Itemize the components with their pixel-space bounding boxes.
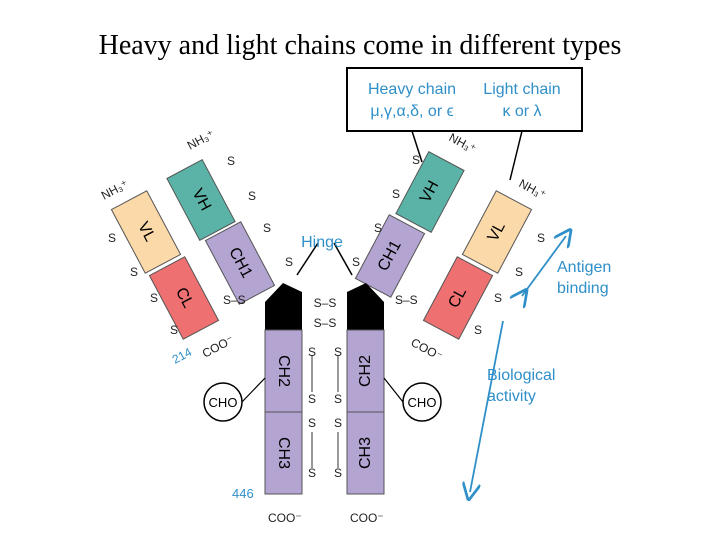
left-light-nterm: NH₃⁺: [99, 177, 131, 203]
right-heavy-cterm: COO⁻: [350, 511, 384, 525]
residue-214-label: 214: [170, 345, 195, 367]
callout-box: [346, 67, 583, 132]
antigen-binding-arrow: [522, 236, 566, 296]
left-ch2-domain: [264, 329, 303, 413]
svg-text:S: S: [494, 291, 502, 305]
right-vl-domain: VL: [461, 190, 533, 274]
svg-text:S: S: [474, 323, 482, 337]
left-heavy-cterm: COO⁻: [268, 511, 302, 525]
left-ch3-domain: [264, 411, 303, 495]
svg-text:S: S: [308, 416, 316, 430]
left-ch1-domain: CH1: [204, 221, 276, 305]
antigen-label-line2: binding: [557, 280, 609, 297]
right-light-cterm: COO⁻: [409, 335, 445, 363]
svg-text:S: S: [108, 231, 116, 245]
right-ch3-domain: [346, 411, 385, 495]
hinge-disulfide-1: S–S: [314, 296, 337, 310]
biological-activity-arrow: [470, 320, 504, 492]
svg-text:S: S: [227, 154, 235, 168]
heavy-chain-pointer: [411, 130, 423, 163]
svg-text:S: S: [285, 255, 293, 269]
svg-text:S: S: [392, 187, 400, 201]
left-heavy-nterm: NH₃⁺: [185, 127, 217, 153]
svg-text:S: S: [334, 345, 342, 359]
left-cl-domain: CL: [148, 256, 220, 340]
light-chain-pointer: [509, 130, 523, 181]
antigen-label-line1: Antigen: [557, 259, 611, 276]
svg-text:S: S: [515, 265, 523, 279]
residue-446-label: 446: [232, 486, 254, 501]
left-cho-label: CHO: [209, 395, 238, 410]
svg-text:S: S: [263, 221, 271, 235]
svg-text:S: S: [248, 189, 256, 203]
svg-text:S: S: [374, 221, 382, 235]
svg-text:S–S: S–S: [223, 293, 246, 307]
svg-text:S: S: [412, 153, 420, 167]
stem-disulfides: [311, 355, 339, 468]
hinge-disulfide-2: S–S: [314, 316, 337, 330]
right-vh-domain: VH: [395, 151, 465, 233]
left-hinge: [265, 283, 302, 330]
bio-activity-line1: Biological: [487, 367, 555, 384]
svg-text:S: S: [130, 265, 138, 279]
page-title: Heavy and light chains come in different…: [98, 30, 622, 61]
right-ch2-domain: [346, 329, 385, 413]
svg-text:CH3: CH3: [275, 437, 292, 469]
right-heavy-nterm: NH₃⁺: [447, 130, 479, 156]
heavy-chain-types: μ,γ,α,δ, or ϵ: [370, 103, 453, 120]
left-vl-domain: VL: [110, 190, 182, 274]
svg-text:S: S: [334, 416, 342, 430]
hinge-pointer-left: [296, 242, 319, 276]
svg-text:S: S: [308, 345, 316, 359]
right-ch1-domain: CH1: [354, 214, 426, 298]
svg-text:S: S: [334, 392, 342, 406]
right-cho-label: CHO: [408, 395, 437, 410]
bio-activity-line2: activity: [487, 388, 536, 405]
svg-text:CH2: CH2: [275, 355, 292, 387]
svg-text:S: S: [308, 466, 316, 480]
light-chain-label: Light chain: [483, 81, 560, 98]
svg-text:S: S: [170, 323, 178, 337]
right-light-nterm: NH₃⁺: [517, 176, 549, 202]
svg-text:S: S: [352, 255, 360, 269]
svg-text:S: S: [334, 466, 342, 480]
right-cl-domain: CL: [422, 256, 494, 340]
left-light-cterm: COO⁻: [200, 332, 236, 360]
hinge-pointer-right: [333, 242, 353, 276]
left-vh-domain: VH: [166, 159, 236, 241]
right-hinge: [347, 283, 384, 330]
svg-text:CH3: CH3: [357, 437, 374, 469]
heavy-chain-label: Heavy chain: [368, 81, 456, 98]
svg-text:S: S: [537, 231, 545, 245]
light-chain-types: κ or λ: [502, 103, 541, 120]
hinge-label: Hinge: [301, 234, 343, 251]
svg-text:CH2: CH2: [357, 355, 374, 387]
svg-text:S–S: S–S: [395, 293, 418, 307]
svg-text:S: S: [308, 392, 316, 406]
svg-text:S: S: [150, 291, 158, 305]
